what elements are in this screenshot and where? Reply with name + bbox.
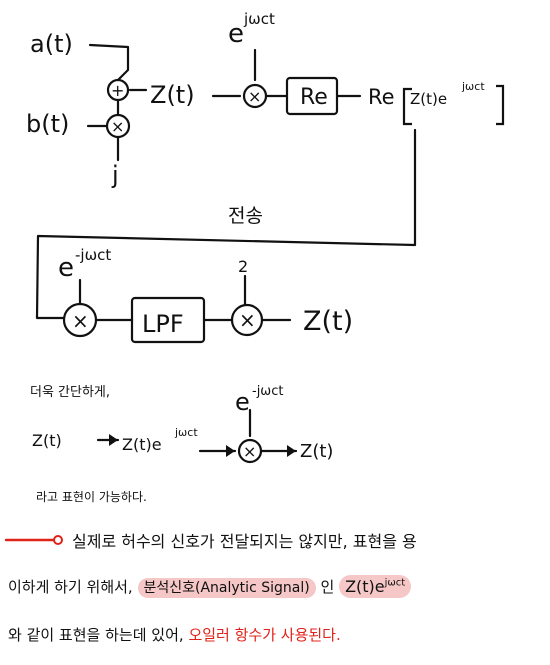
re-block-label: Re: [300, 85, 328, 110]
note-line-2-a: 이하게 하기 위해서,: [8, 578, 133, 596]
re-output-arg: Z(t)e: [410, 90, 447, 108]
arrow-head-3: [287, 445, 296, 457]
re-output-bracket: [402, 84, 505, 126]
b-mult-node: [105, 113, 131, 139]
simple-carrier-exp: -jωct: [252, 384, 283, 399]
b-mult-symbol: ×: [111, 117, 124, 136]
a-input-label: a(t): [30, 30, 73, 58]
j-label: j: [111, 161, 119, 189]
simple-carrier-base: e: [235, 388, 250, 416]
b-input-label: b(t): [26, 110, 69, 138]
arrow-head-1: [109, 434, 118, 446]
carrier-up-exp: jωct: [243, 10, 275, 28]
transmit-label: 전송: [228, 205, 263, 227]
gain-label: 2: [238, 257, 248, 276]
carrier-down-base: e: [58, 253, 74, 283]
carrier-up-base: e: [228, 19, 244, 49]
note-line-2-b: 인: [320, 578, 335, 596]
lpf-box: [130, 296, 206, 344]
expr-exp: jωct: [384, 577, 406, 589]
simple-mid-label: Z(t)e: [122, 435, 162, 454]
note-line-2: 이하게 하기 위해서, 분석신호(Analytic Signal) 인 Z(t)…: [8, 575, 412, 598]
z-output-label: Z(t): [303, 306, 353, 337]
a-input-wire: [88, 43, 130, 82]
note-line-3: 와 같이 표현을 하는데 있어, 오일러 항수가 사용된다.: [8, 624, 341, 645]
simplified-outro: 라고 표현이 가능하다.: [36, 490, 147, 504]
up-mult-symbol: ×: [248, 87, 261, 106]
note-line-3-a: 와 같이 표현을 하는데 있어,: [8, 626, 184, 644]
analytic-signal-term: 분석신호(Analytic Signal): [137, 578, 316, 598]
carrier-down-exp: -jωct: [75, 246, 111, 264]
upconvert-mult-node: [242, 83, 268, 109]
simple-mult-node: [237, 438, 263, 464]
adder-node: [106, 78, 130, 102]
down-mult-symbol: ×: [72, 309, 89, 333]
re-output-label: Re: [368, 85, 395, 109]
downconvert-mult-node: [62, 302, 98, 338]
simple-mid-exp: jωct: [174, 426, 198, 439]
gain-mult-symbol: ×: [239, 308, 256, 332]
simple-in-label: Z(t): [32, 431, 62, 450]
euler-function-note: 오일러 항수가 사용된다.: [188, 626, 341, 644]
lpf-block-label: LPF: [142, 310, 184, 338]
transmission-wire: [35, 128, 417, 320]
adder-symbol: +: [111, 81, 124, 100]
simple-out-label: Z(t): [300, 441, 333, 462]
note-line-1: 실제로 허수의 신호가 전달되지는 않지만, 표현을 용: [72, 532, 417, 551]
analytic-signal-expr: Z(t)ejωct: [339, 575, 412, 598]
arrow-head-2: [226, 445, 235, 457]
gain-mult-node: [230, 303, 264, 337]
simple-mult-symbol: ×: [243, 442, 256, 461]
re-box: [285, 76, 339, 116]
expr-base: Z(t)e: [345, 577, 385, 596]
z-label: Z(t): [150, 81, 195, 109]
simplified-intro: 더욱 간단하게,: [30, 385, 111, 400]
re-output-exp: jωct: [461, 80, 485, 93]
